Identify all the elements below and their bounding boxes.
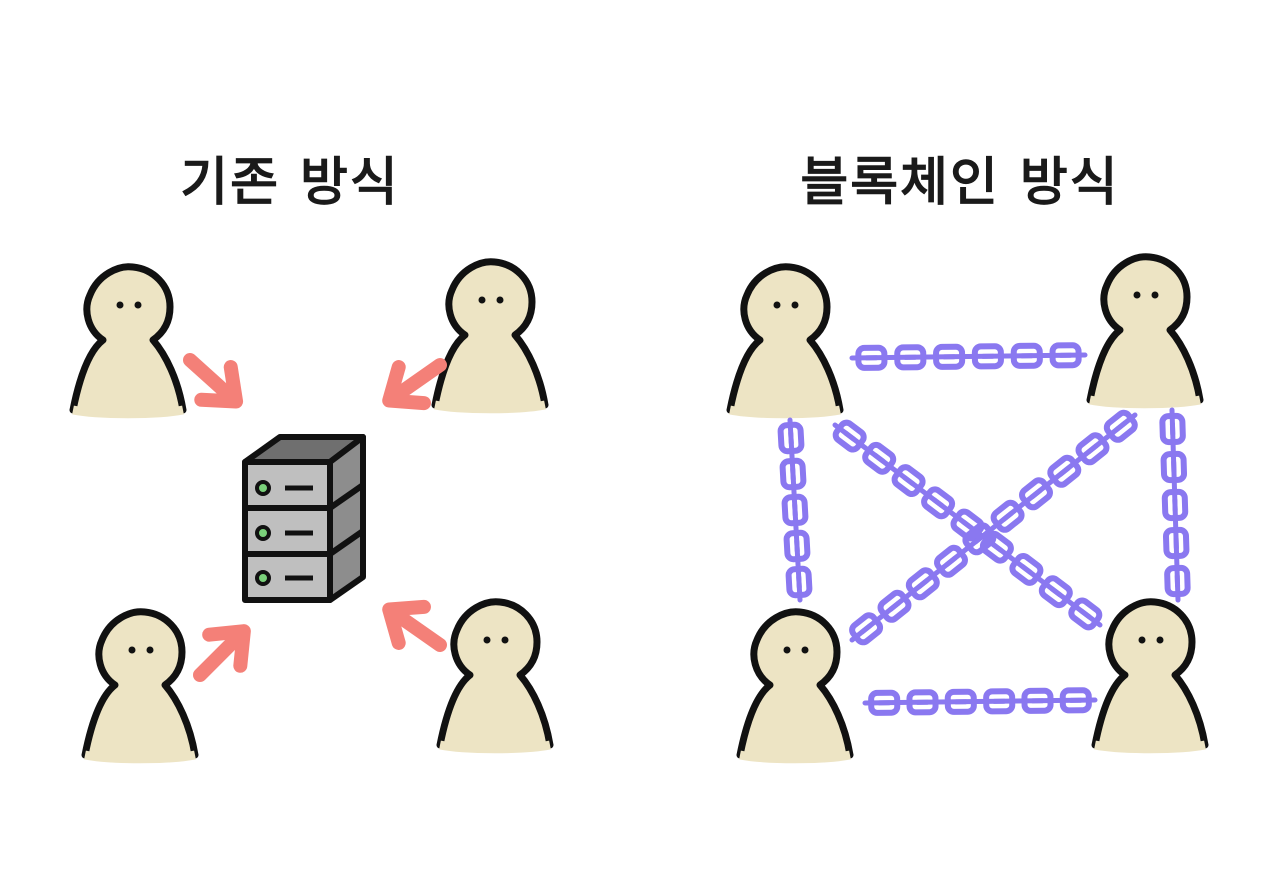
person-icon [73, 267, 183, 414]
traditional-panel: 기존 방식 [180, 153, 400, 213]
chain-icon [1162, 407, 1188, 603]
person-icon [435, 262, 545, 409]
person-icon [1095, 602, 1205, 749]
chain-links [780, 345, 1188, 713]
person-icon [440, 602, 550, 749]
person-icon [85, 612, 195, 759]
blockchain-title: 블록체인 방식 [800, 153, 1120, 213]
arrow-icon [377, 591, 453, 663]
person-icon [740, 612, 850, 759]
person-icon [1090, 257, 1200, 404]
arrow-icon [184, 616, 259, 691]
chain-icon [850, 410, 1137, 644]
chain-icon [780, 417, 809, 603]
arrow-icon [175, 344, 251, 418]
blockchain-panel: 블록체인 방식 [640, 0, 1280, 889]
person-icon [730, 267, 840, 414]
server-icon [242, 434, 366, 603]
chain-icon [833, 420, 1101, 629]
traditional-title: 기존 방식 [180, 153, 400, 213]
chain-icon [862, 690, 1098, 713]
chain-icon [849, 345, 1088, 368]
